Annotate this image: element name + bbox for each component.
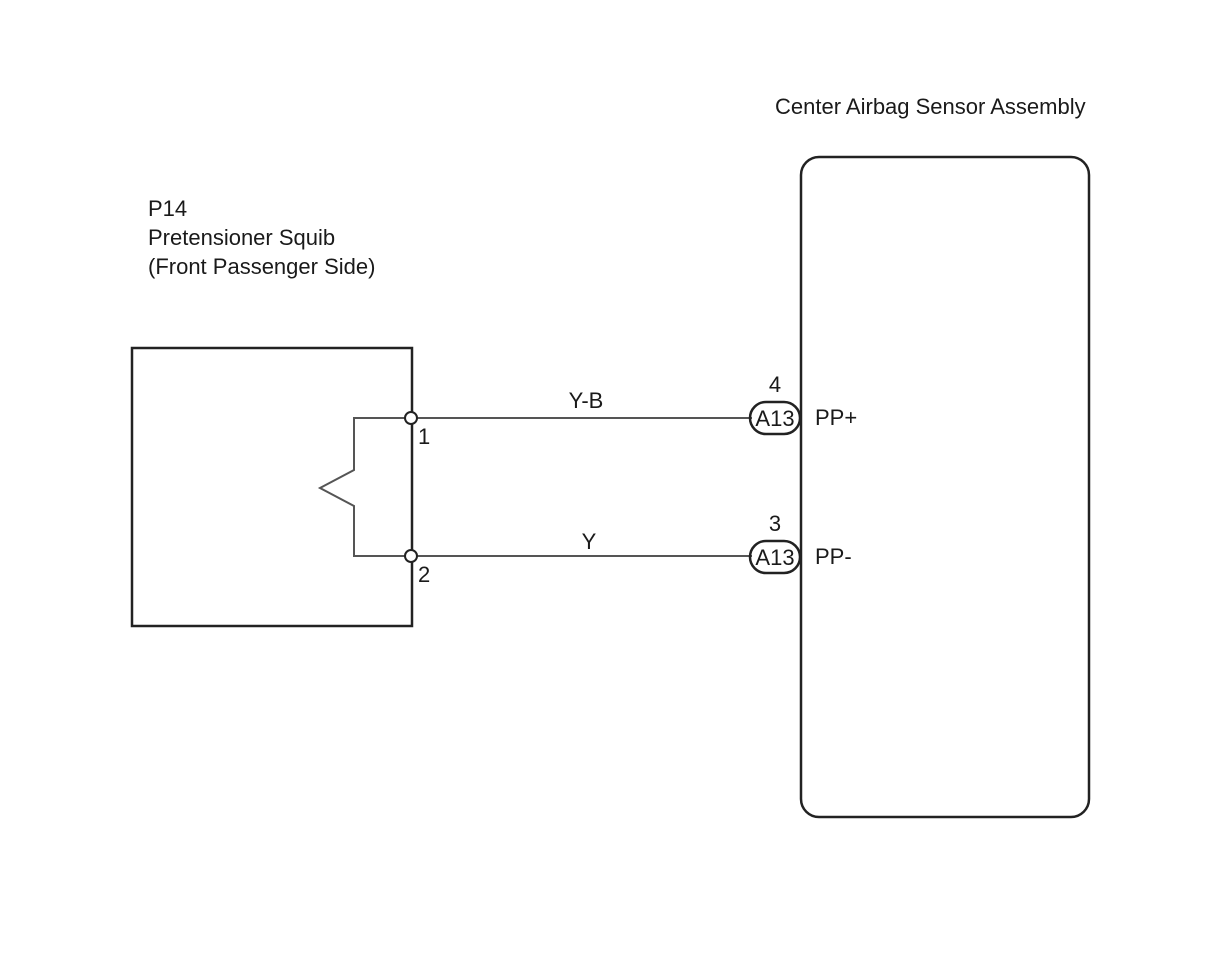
wire-color-y-b-label: Y-B [569, 388, 604, 413]
connector-a13-label-2: A13 [755, 545, 794, 570]
connector-pin-3-label: 3 [769, 511, 781, 536]
signal-pp-plus-label: PP+ [815, 405, 857, 430]
squib-pin-1-label: 1 [418, 424, 430, 449]
signal-pp-minus-label: PP- [815, 544, 852, 569]
connector-a13-pin3 [748, 539, 802, 575]
squib-code: P14 [148, 196, 187, 221]
squib-side: (Front Passenger Side) [148, 254, 375, 279]
connector-a13-pin4 [748, 400, 802, 436]
squib-terminal-2 [404, 549, 418, 563]
squib-name: Pretensioner Squib [148, 225, 335, 250]
ecu-assembly: Center Airbag Sensor Assembly [775, 94, 1091, 819]
circuit-pp-plus: 1 Y-B A13 4 PP+ [404, 372, 857, 449]
connector-pin-4-label: 4 [769, 372, 781, 397]
connector-a13-label-1: A13 [755, 406, 794, 431]
squib-component: P14 Pretensioner Squib (Front Passenger … [130, 196, 414, 628]
circuit-pp-minus: 2 Y A13 3 PP- [404, 511, 852, 587]
squib-pin-2-label: 2 [418, 562, 430, 587]
ecu-box [799, 155, 1091, 819]
wire-color-y-label: Y [582, 529, 597, 554]
squib-terminal-1 [404, 411, 418, 425]
ecu-title: Center Airbag Sensor Assembly [775, 94, 1086, 119]
squib-element-symbol [317, 417, 405, 557]
squib-box [130, 346, 414, 628]
